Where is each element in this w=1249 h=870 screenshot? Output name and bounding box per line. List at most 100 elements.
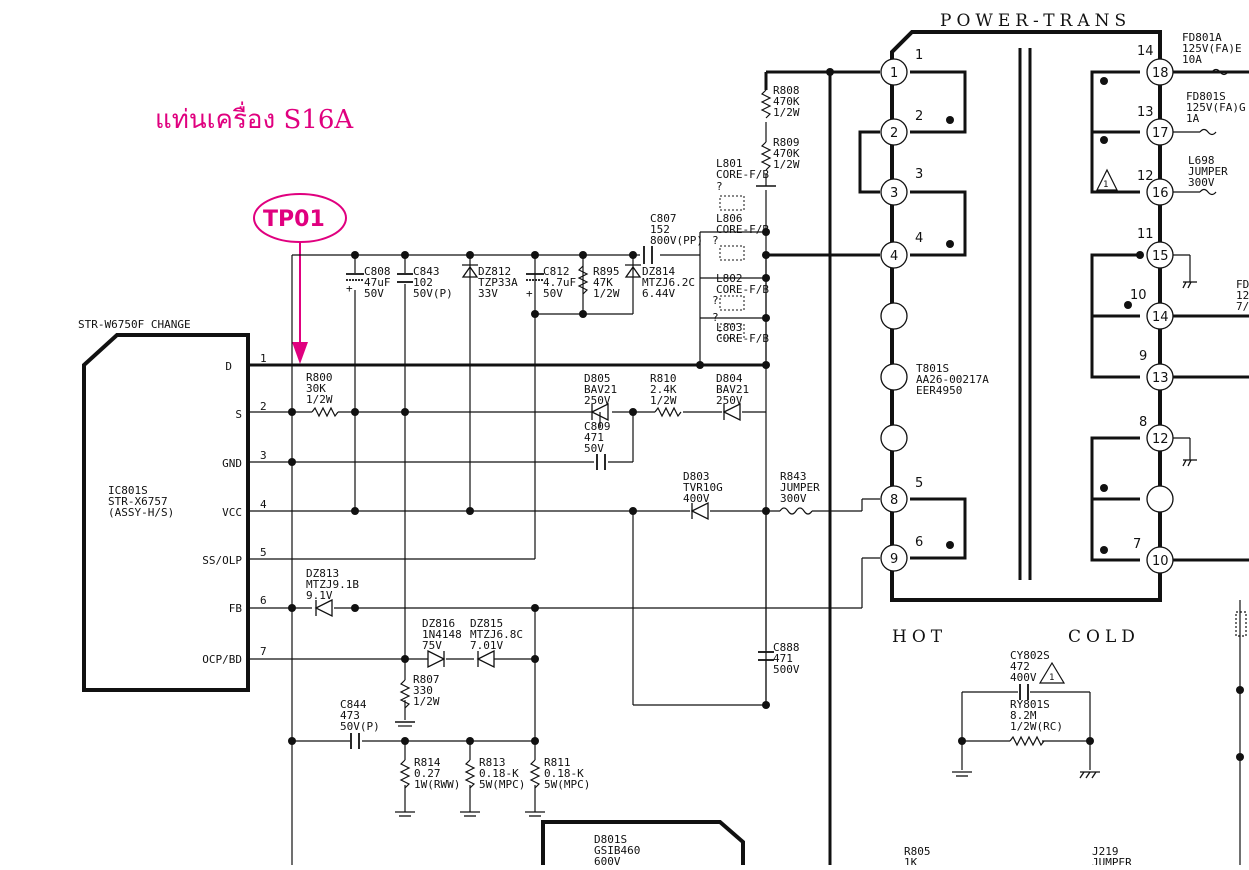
c807-value: 152: [650, 223, 670, 236]
d803-voltage: 400V: [683, 492, 710, 505]
dz812-ref: DZ812: [478, 265, 511, 278]
d804-type: BAV21: [716, 383, 749, 396]
l803-type: CORE-F/B: [716, 332, 769, 345]
r809-value: 470K: [773, 147, 800, 160]
pcirc-8: 8: [890, 493, 898, 508]
l802-type: CORE-F/B: [716, 283, 769, 296]
ic-pin-num-6: 6: [260, 594, 267, 607]
r809-rating: 1/2W: [773, 158, 800, 171]
r800-value: 30K: [306, 382, 326, 395]
ic-pin-num-2: 2: [260, 400, 267, 413]
ry801s-symbol: [1009, 735, 1045, 747]
c808-value: 47uF: [364, 276, 391, 289]
pcirc-3: 3: [890, 186, 898, 201]
model-annotation: แท่นเครื่อง S16A: [155, 101, 354, 135]
primary-windings: [910, 70, 967, 560]
l698-voltage: 300V: [1188, 176, 1215, 189]
ppin-2: 2: [915, 109, 923, 124]
r813-rating: 5W(MPC): [479, 778, 525, 791]
ic-pin-num-1: 1: [260, 352, 267, 365]
d801s-voltage: 600V: [594, 855, 621, 865]
l698-ref: L698: [1188, 154, 1215, 167]
secondary-pin-labels: 14 13 12 11 10 9 8 7: [1130, 44, 1154, 552]
scirc-18: 18: [1152, 66, 1169, 81]
dz815-symbol: [476, 649, 495, 669]
l803-mark: ?: [712, 311, 719, 324]
junction-dots: [288, 68, 1244, 761]
ic-pin-name-gnd: GND: [222, 457, 242, 470]
dz812-symbol: [461, 264, 479, 278]
ry801s-value: 8.2M: [1010, 709, 1037, 722]
r810-rating: 1/2W: [650, 394, 677, 407]
r800-rating: 1/2W: [306, 393, 333, 406]
ic-pin-name-vcc: VCC: [222, 506, 242, 519]
scirc-16: 16: [1152, 186, 1169, 201]
testpoint-arrowhead: [292, 342, 308, 364]
dz814-type: MTZJ6.2C: [642, 276, 695, 289]
r843-symbol: [779, 507, 813, 515]
pcirc-1: 1: [890, 66, 898, 81]
d805-symbol: [590, 402, 609, 422]
cy802s-ref: CY802S: [1010, 649, 1050, 662]
r814-value: 0.27: [414, 767, 441, 780]
ppin-6: 6: [915, 535, 923, 550]
ferrite-beads: [719, 195, 745, 339]
r811-symbol: [529, 759, 541, 789]
fd-cut-rating: 12: [1236, 289, 1249, 302]
r810-ref: R810: [650, 372, 677, 385]
cy802s-value: 472: [1010, 660, 1030, 673]
scirc-14: 14: [1152, 310, 1169, 325]
c843-ref: C843: [413, 265, 440, 278]
r808-rating: 1/2W: [773, 106, 800, 119]
ppin-3: 3: [915, 167, 923, 182]
ic-pin-name-ssolp: SS/OLP: [202, 554, 242, 567]
r811-ref: R811: [544, 756, 571, 769]
fd801a-rating: 125V(FA)E: [1182, 42, 1242, 55]
r814-rating: 1W(RWW): [414, 778, 460, 791]
spin-11: 11: [1137, 227, 1154, 242]
secondary-dots: [1100, 77, 1144, 554]
ic-pin-num-4: 4: [260, 498, 267, 511]
c888-rating: 500V: [773, 663, 800, 676]
r811-rating: 5W(MPC): [544, 778, 590, 791]
dz816-voltage: 75V: [422, 639, 442, 652]
r810-symbol: [654, 406, 682, 418]
c808-rating: 50V: [364, 287, 384, 300]
l801-mark: ?: [716, 180, 723, 193]
cy802s-warning-icon: [1038, 661, 1066, 684]
l806-mark: ?: [712, 234, 719, 247]
ic-pin-name-s: S: [235, 408, 242, 421]
c843-value: 102: [413, 276, 433, 289]
dz813-type: MTZJ9.1B: [306, 578, 359, 591]
r809-symbol: [760, 141, 772, 171]
c843-rating: 50V(P): [413, 287, 453, 300]
ic-pin-num-5: 5: [260, 546, 267, 559]
d801s-type: GSIB460: [594, 844, 640, 857]
warning-number: 1: [1103, 180, 1108, 190]
r808-value: 470K: [773, 95, 800, 108]
r805-value: 1K: [904, 856, 918, 865]
ppin-5: 5: [915, 476, 923, 491]
fd801s-ref: FD801S: [1186, 90, 1226, 103]
c808-plus: +: [346, 282, 353, 295]
scirc-17: 17: [1152, 126, 1169, 141]
r807-symbol: [399, 679, 411, 709]
d805-voltage: 250V: [584, 394, 611, 407]
cold-side-label: COLD: [1068, 627, 1140, 647]
scirc-15: 15: [1152, 249, 1169, 264]
c808-ref: C808: [364, 265, 391, 278]
dz814-voltage: 6.44V: [642, 287, 675, 300]
transformer-part: AA26-00217A: [916, 373, 989, 386]
r810-value: 2.4K: [650, 383, 677, 396]
c809-value: 471: [584, 431, 604, 444]
l802-mark: ?: [712, 294, 719, 307]
c812-ref: C812: [543, 265, 570, 278]
d803-type: TVR10G: [683, 481, 723, 494]
secondary-thin-wiring: [1173, 128, 1247, 865]
fd-cut-ref: FD: [1236, 278, 1249, 291]
dz816-ref: DZ816: [422, 617, 455, 630]
primary-circle-labels: 1 2 3 4 8 9: [890, 66, 898, 567]
r813-ref: R813: [479, 756, 506, 769]
ic-change-note: STR-W6750F CHANGE: [78, 318, 191, 331]
